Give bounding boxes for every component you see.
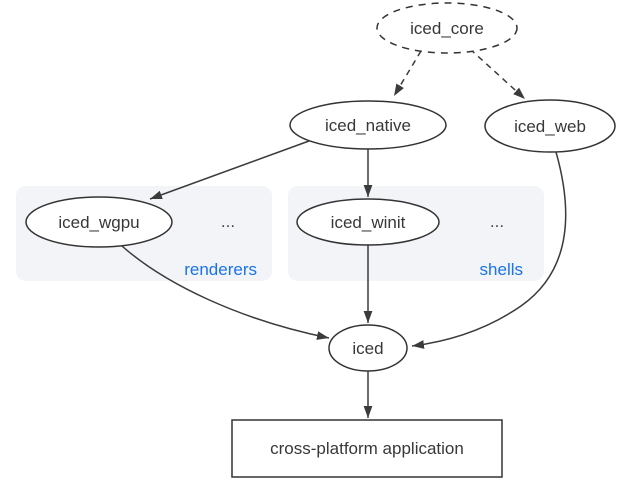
node-iced-core — [376, 2, 518, 54]
node-cross-platform-application-label: cross-platform application — [270, 439, 464, 458]
node-iced-core-label: iced_core — [410, 19, 484, 38]
group-shells-label: shells — [480, 260, 523, 279]
edge-core-to-native — [393, 50, 422, 97]
node-iced-winit-label: iced_winit — [331, 213, 406, 232]
node-iced-wgpu-label: iced_wgpu — [58, 213, 139, 232]
edge-web-to-iced — [411, 151, 567, 349]
edge-wgpu-to-iced — [121, 245, 330, 340]
node-cross-platform-application — [231, 419, 503, 478]
group-renderers-ellipsis: ... — [221, 212, 235, 231]
node-iced-native — [289, 100, 447, 150]
node-iced-label: iced — [352, 339, 383, 358]
group-shells-ellipsis: ... — [490, 212, 504, 231]
node-iced-web-label: iced_web — [514, 117, 586, 136]
edge-core-to-web — [469, 48, 526, 100]
node-iced-wgpu — [25, 196, 173, 248]
node-iced-native-label: iced_native — [325, 116, 411, 135]
node-iced — [328, 324, 408, 372]
node-iced-winit — [296, 198, 440, 246]
node-iced-web — [484, 99, 616, 153]
group-renderers-label: renderers — [184, 260, 257, 279]
edge-native-to-wgpu — [149, 140, 310, 200]
